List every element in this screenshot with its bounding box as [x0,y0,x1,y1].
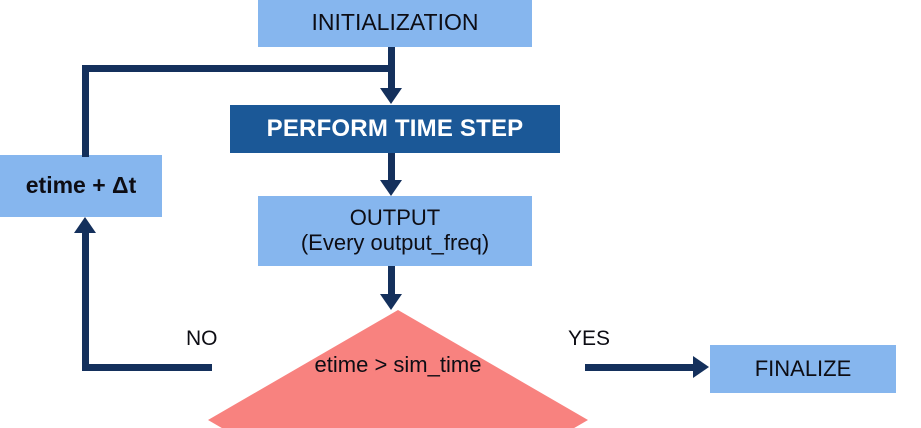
node-output[interactable]: OUTPUT (Every output_freq) [258,196,532,266]
edge-time-step-to-output [388,153,395,181]
edge-decision-no-vertical [82,232,89,371]
edge-decision-yes-horizontal [585,364,695,371]
arrowhead-up-icon [74,217,96,233]
arrowhead-down-icon [380,88,402,104]
node-etime-increment[interactable]: etime + Δt [0,155,162,217]
arrowhead-down-icon [380,294,402,310]
node-perform-time-step[interactable]: PERFORM TIME STEP [230,105,560,153]
node-decision[interactable]: etime > sim_time [208,310,588,428]
node-finalize[interactable]: FINALIZE [710,345,896,393]
node-perform-time-step-label: PERFORM TIME STEP [266,114,524,142]
edge-decision-no-horizontal [82,364,212,371]
arrowhead-down-icon [380,180,402,196]
edge-feedback-vertical [82,65,89,157]
arrowhead-right-icon [693,356,709,378]
node-initialization-label: INITIALIZATION [311,8,479,35]
node-finalize-label: FINALIZE [754,355,852,381]
edge-output-to-decision [388,266,395,295]
node-output-label: OUTPUT (Every output_freq) [300,205,490,255]
edge-feedback-horizontal [82,65,393,72]
node-initialization[interactable]: INITIALIZATION [258,0,532,47]
node-decision-label: etime > sim_time [314,352,482,377]
node-etime-increment-label: etime + Δt [25,172,137,199]
edge-label-no: NO [186,327,218,350]
edge-label-yes: YES [568,327,611,350]
